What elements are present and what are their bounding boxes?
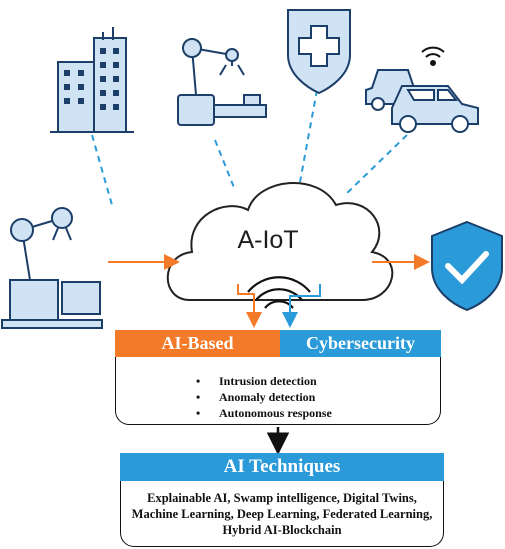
bullet-icon: • (196, 374, 201, 388)
connector-health (299, 89, 318, 183)
connected-cars-icon (365, 69, 479, 133)
city-buildings-icon (50, 27, 134, 133)
capability-label: Intrusion detection (219, 374, 317, 388)
capability-label: Anomaly detection (219, 390, 316, 404)
list-item: • Intrusion detection (196, 373, 332, 389)
cybersecurity-header: Cybersecurity (280, 330, 441, 357)
capabilities-box: •Intrusion detection •Anomaly detection … (115, 357, 441, 425)
capability-label: Autonomous response (219, 406, 332, 420)
list-item: • Autonomous response (196, 405, 332, 421)
cloud-shape (166, 182, 394, 301)
connector-robot-arm (214, 139, 236, 191)
bullet-icon: • (196, 406, 201, 420)
capabilities-list: •Intrusion detection •Anomaly detection … (196, 373, 332, 421)
arrow-cloud-to-ai-based (237, 284, 262, 328)
security-check-shield-icon (431, 220, 503, 312)
list-item: • Anomaly detection (196, 389, 332, 405)
ai-techniques-text: Explainable AI, Swamp intelligence, Digi… (131, 491, 433, 537)
connector-city (91, 134, 113, 206)
bullet-icon: • (196, 390, 201, 404)
cloud-label: A-IoT (237, 226, 299, 254)
wifi-icon (421, 46, 445, 66)
health-shield-icon (287, 9, 351, 95)
robotic-arm-icon (177, 38, 267, 126)
arrow-cloud-to-cybersecurity (282, 284, 321, 328)
industrial-robot-icon (0, 195, 108, 335)
dashed-connectors (91, 89, 408, 206)
ai-techniques-box: Explainable AI, Swamp intelligence, Digi… (120, 481, 444, 547)
connector-cars (344, 134, 408, 196)
ai-techniques-header: AI Techniques (120, 453, 444, 481)
ai-based-header: AI-Based (115, 330, 280, 357)
